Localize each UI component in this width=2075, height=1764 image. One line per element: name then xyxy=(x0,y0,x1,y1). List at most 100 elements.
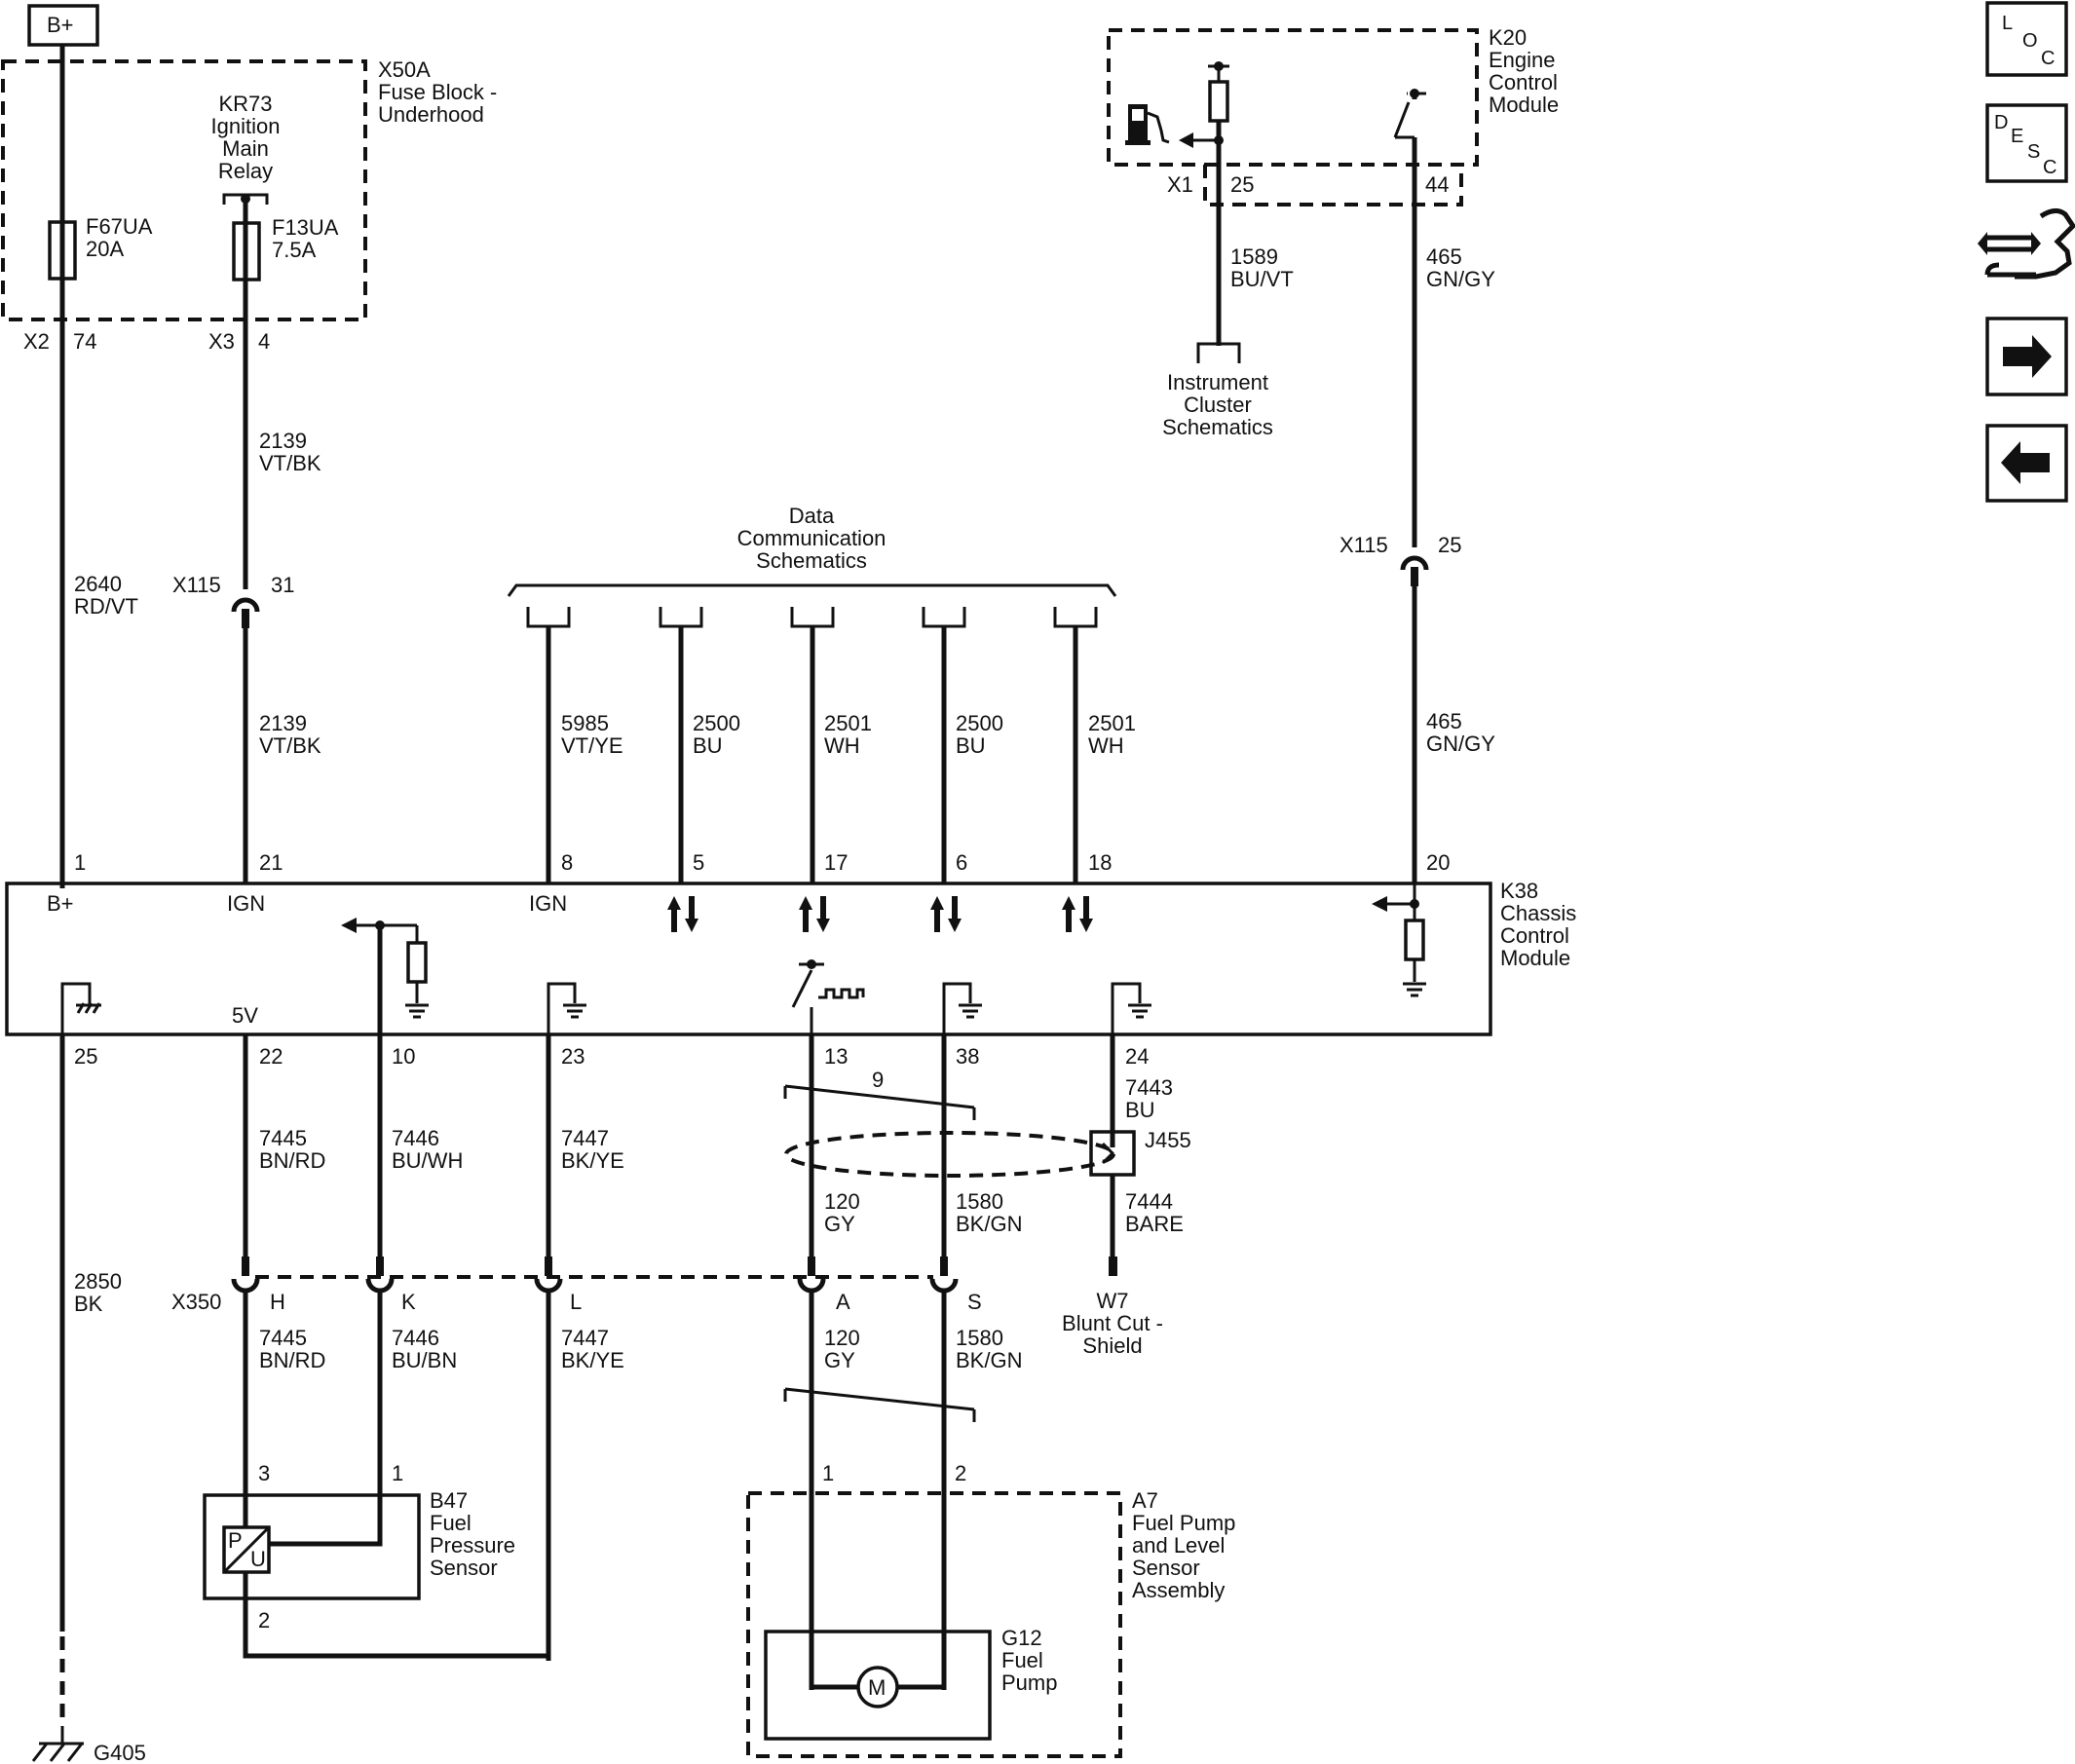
conn-x2: X2 xyxy=(23,329,50,354)
loc-letter-c: C xyxy=(2041,48,2055,69)
instrument-line2: Cluster xyxy=(1184,393,1252,417)
wire-2139-num: 2139 xyxy=(259,429,307,453)
k38-pulldown-resistor-icon xyxy=(1404,919,1425,961)
k38-line2: Control xyxy=(1500,923,1569,948)
k38-pwm-switch-icon xyxy=(791,959,865,1008)
a7-line3: Sensor xyxy=(1132,1556,1200,1580)
arrow-right-icon xyxy=(2003,335,2052,378)
k38-output-arrow-icon xyxy=(341,918,357,933)
k38-pin-5: 5 xyxy=(693,850,704,875)
x50a-id: X50A xyxy=(378,57,431,82)
a7-line1: Fuel Pump xyxy=(1132,1511,1235,1535)
previous-page-button[interactable] xyxy=(1985,424,2068,503)
k38-pin-38: 38 xyxy=(956,1044,979,1069)
wire-120-num: 120 xyxy=(824,1189,860,1214)
relay-line1: Ignition xyxy=(211,114,281,138)
k38-ground-icon-10 xyxy=(405,1003,429,1019)
wire-7446b-num: 7446 xyxy=(392,1326,439,1350)
b47-line2: Pressure xyxy=(430,1533,515,1558)
x350-connector-icons xyxy=(231,1257,959,1294)
motor-icon xyxy=(856,1666,899,1708)
w7-line2: Shield xyxy=(1082,1333,1142,1358)
wire-7445-num: 7445 xyxy=(259,1126,307,1150)
wire-120-color: GY xyxy=(824,1212,855,1236)
w7-line1: Blunt Cut - xyxy=(1062,1311,1163,1335)
desc-button[interactable]: D E S C xyxy=(1985,103,2068,183)
wire-2501b-color: WH xyxy=(1088,733,1124,758)
k38-ground-icon-23 xyxy=(563,1003,586,1019)
conn-x115-pin-b: 25 xyxy=(1438,533,1461,557)
x350-pin-k: K xyxy=(401,1290,416,1314)
fuse-block-x50a xyxy=(1,59,367,321)
conn-x2-pin: 74 xyxy=(73,329,96,354)
wire-2501a-color: WH xyxy=(824,733,860,758)
fuel-gauge-icon xyxy=(1125,104,1170,145)
conn-x1: X1 xyxy=(1167,172,1193,197)
k20-id: K20 xyxy=(1489,25,1527,50)
loc-button[interactable]: L O C xyxy=(1985,1,2068,77)
k38-label-ign1: IGN xyxy=(227,891,265,916)
j455-label: J455 xyxy=(1145,1128,1191,1152)
k38-ground-icon-20 xyxy=(1403,982,1426,997)
wire-2850-color: BK xyxy=(74,1292,103,1316)
k20-module-box xyxy=(1107,28,1479,167)
k20-switch-icon xyxy=(1393,89,1426,138)
k38-pin-20: 20 xyxy=(1426,850,1450,875)
wire-7445b-color: BN/RD xyxy=(259,1348,325,1372)
desc-letter-d: D xyxy=(1994,112,2008,133)
g12-motor-label: M xyxy=(868,1675,886,1700)
wire-5985-num: 5985 xyxy=(561,711,609,735)
conn-x1-pin2: 44 xyxy=(1425,172,1449,197)
k20-line1: Engine xyxy=(1489,48,1556,72)
wire-7446-num: 7446 xyxy=(392,1126,439,1150)
b47-line3: Sensor xyxy=(430,1556,498,1580)
connector-tool-icon[interactable] xyxy=(1978,208,2075,280)
x350-pin-a: A xyxy=(836,1290,850,1314)
instrument-line3: Schematics xyxy=(1162,415,1273,439)
fuse2-id: F13UA xyxy=(272,215,339,240)
conn-x350: X350 xyxy=(171,1290,221,1314)
a7-line4: Assembly xyxy=(1132,1578,1225,1602)
b47-pin1: 1 xyxy=(392,1461,403,1485)
wire-7447b-num: 7447 xyxy=(561,1326,609,1350)
k38-pin-6: 6 xyxy=(956,850,967,875)
wire-7443-num: 7443 xyxy=(1125,1075,1173,1100)
data-comm-line1: Data xyxy=(789,504,835,528)
next-page-button[interactable] xyxy=(1985,317,2068,396)
k38-pin-24: 24 xyxy=(1125,1044,1149,1069)
a7-id: A7 xyxy=(1132,1488,1158,1513)
k38-pin-13: 13 xyxy=(824,1044,848,1069)
k20-resistor-icon xyxy=(1208,80,1229,123)
loc-letter-l: L xyxy=(2002,13,2013,34)
x50a-name1: Fuse Block - xyxy=(378,80,497,104)
k38-pin-1: 1 xyxy=(74,850,86,875)
k38-line3: Module xyxy=(1500,946,1570,970)
wire-465b-num: 465 xyxy=(1426,709,1462,733)
wire-5985-color: VT/YE xyxy=(561,733,623,758)
g12-id: G12 xyxy=(1001,1626,1042,1650)
wire-7445-color: BN/RD xyxy=(259,1148,325,1173)
relay-line2: Main xyxy=(222,136,269,161)
wire-2501b-num: 2501 xyxy=(1088,711,1136,735)
relay-id: KR73 xyxy=(218,92,272,116)
k38-pin-23: 23 xyxy=(561,1044,585,1069)
wire-120b-num: 120 xyxy=(824,1326,860,1350)
a7-assembly-box xyxy=(746,1491,1122,1758)
wire-7446b-color: BU/BN xyxy=(392,1348,457,1372)
wire-7444-num: 7444 xyxy=(1125,1189,1173,1214)
svg-text:U: U xyxy=(250,1547,266,1571)
k38-label-ign2: IGN xyxy=(529,891,567,916)
k38-pin-25: 25 xyxy=(74,1044,97,1069)
arrow-left-icon xyxy=(2001,441,2050,484)
k20-pullup-arrow xyxy=(1179,132,1193,148)
instrument-line1: Instrument xyxy=(1167,370,1268,394)
relay-line3: Relay xyxy=(218,159,273,183)
a7-pin1: 1 xyxy=(822,1461,834,1485)
battery-label: B+ xyxy=(47,13,74,37)
x350-pin-s: S xyxy=(967,1290,982,1314)
g12-pump-box xyxy=(764,1630,992,1741)
wire-7447-num: 7447 xyxy=(561,1126,609,1150)
fuse1-id: F67UA xyxy=(86,214,153,239)
wire-1580-color: BK/GN xyxy=(956,1212,1022,1236)
k38-module-box xyxy=(5,882,1492,1036)
